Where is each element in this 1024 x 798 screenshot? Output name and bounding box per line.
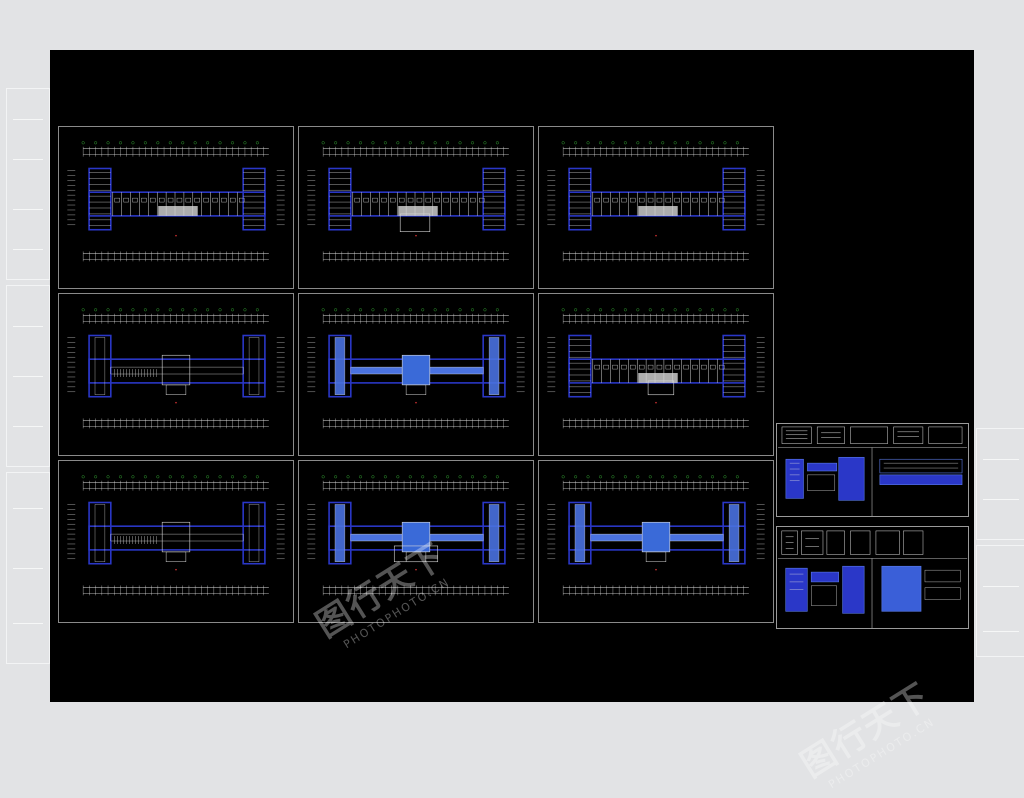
watermark-url: PHOTOPHOTO.CN [826, 715, 938, 792]
floor-plan-drawing [547, 141, 765, 262]
cad-drawing-canvas: 图行天下 PHOTOPHOTO.CN 图行天下 PHOTOPHOTO.CN [50, 50, 974, 791]
floor-plan-sheet-4 [58, 293, 294, 456]
floor-plan-drawing [67, 308, 285, 429]
floor-plan-sheet-9 [538, 460, 774, 623]
floor-plan-sheet-1 [58, 126, 294, 289]
floor-plan-drawing [547, 475, 765, 596]
detail-sheet-stair-toilet-2 [776, 526, 969, 629]
floor-plan-drawing [67, 141, 285, 262]
watermark: 图行天下 PHOTOPHOTO.CN [790, 669, 945, 798]
floor-plan-sheet-5 [298, 293, 534, 456]
detail-sheet-stair-toilet-1 [776, 423, 969, 517]
background-drawing-ghost [976, 428, 1024, 540]
floor-plan-sheet-6 [538, 293, 774, 456]
background-drawing-ghost [6, 472, 50, 664]
floor-plan-sheet-8 [298, 460, 534, 623]
floor-plan-sheet-2 [298, 126, 534, 289]
detail-drawing [777, 530, 968, 628]
watermark-logo-text: 图行天下 [794, 675, 938, 786]
floor-plan-sheet-7 [58, 460, 294, 623]
background-drawing-ghost [976, 545, 1024, 657]
floor-plan-drawing [307, 308, 525, 429]
background-drawing-ghost [6, 285, 50, 467]
floor-plan-drawing [67, 475, 285, 596]
floor-plan-drawing [307, 475, 525, 596]
floor-plan-sheet-3 [538, 126, 774, 289]
detail-drawing [778, 426, 967, 516]
floor-plan-drawing [307, 141, 525, 262]
background-drawing-ghost [6, 88, 50, 280]
floor-plan-drawing [547, 308, 765, 429]
